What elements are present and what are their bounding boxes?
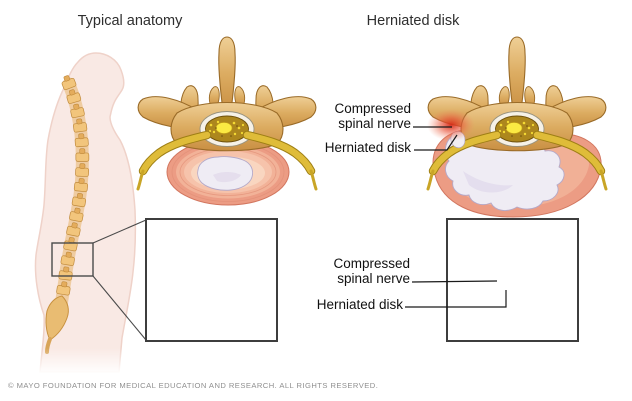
inset-lateral-herniated [446,218,579,342]
inset-lateral-typical [145,218,278,342]
label-line: Compressed [334,101,411,116]
leader-lines [405,126,507,308]
copyright-notice: © MAYO FOUNDATION FOR MEDICAL EDUCATION … [8,381,379,390]
disk-typical [166,138,290,206]
axial-vertebra-herniated [427,37,606,218]
zoom-selection [51,219,147,341]
herniation-bulge-lateral [496,274,514,294]
label-compressed-nerve-axial: Compressed spinal nerve [280,101,411,131]
label-herniated-disk-lateral: Herniated disk [316,297,403,312]
selection-rectangle [51,242,94,277]
label-line: spinal nerve [338,115,411,131]
label-line: Compressed [333,256,410,271]
label-line: spinal nerve [337,270,410,286]
title-herniated-disk: Herniated disk [366,13,460,29]
spine-column [52,75,90,312]
axial-vertebra-typical [138,37,316,206]
title-typical-anatomy: Typical anatomy [77,13,183,29]
nerve-inflammation [427,109,475,141]
disk-herniated [432,128,602,218]
label-compressed-nerve-lateral: Compressed spinal nerve [279,256,410,286]
body-profile-figure [20,52,150,374]
label-herniated-disk-axial: Herniated disk [324,140,411,155]
